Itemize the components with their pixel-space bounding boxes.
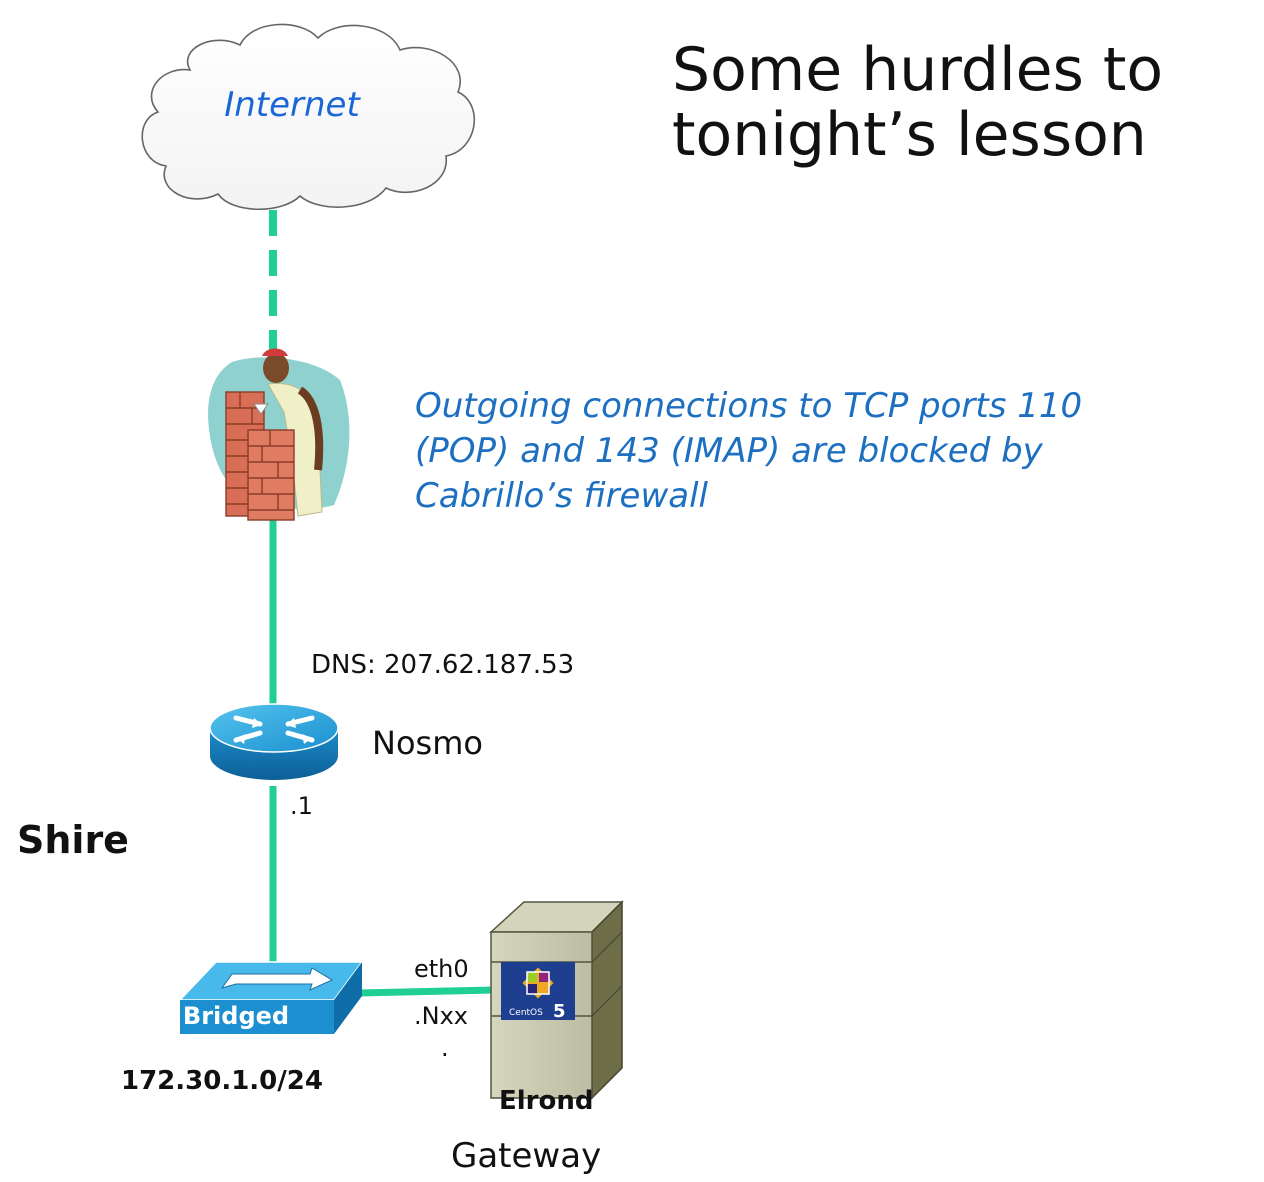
centos-logo-icon	[501, 962, 575, 1020]
switch-icon	[178, 961, 364, 1034]
server-interface: eth0	[414, 955, 469, 983]
router-name: Nosmo	[372, 724, 483, 762]
switch-label: Bridged	[183, 1002, 289, 1030]
note-line-1: Outgoing connections to TCP ports 110	[415, 386, 1083, 426]
firewall-note: Outgoing connections to TCP ports 110 (P…	[415, 384, 1082, 519]
note-line-3: Cabrillo’s firewall	[415, 475, 709, 516]
slide-title: Some hurdles to tonight’s lesson	[672, 38, 1163, 168]
dns-label: DNS: 207.62.187.53	[311, 650, 575, 680]
title-line-1: Some hurdles to	[672, 35, 1164, 105]
firewall-icon	[208, 348, 350, 521]
internet-cloud-icon	[141, 23, 475, 211]
router-interface: .1	[290, 792, 313, 820]
centos-version: 5	[553, 1001, 566, 1022]
server-role: Gateway	[451, 1136, 602, 1176]
note-line-2: (POP) and 143 (IMAP) are blocked by	[415, 430, 1043, 471]
switch-server-link	[357, 986, 496, 997]
server-name: Elrond	[499, 1086, 594, 1116]
router-icon	[209, 703, 339, 780]
network-name: Shire	[17, 818, 129, 862]
server-address: .Nxx	[414, 1002, 468, 1030]
internet-label: Internet	[224, 85, 361, 125]
centos-logo-text: CentOS	[509, 1008, 543, 1018]
title-line-2: tonight’s lesson	[672, 99, 1147, 170]
subnet-label: 172.30.1.0/24	[121, 1066, 323, 1096]
server-address-dot: .	[441, 1034, 449, 1062]
